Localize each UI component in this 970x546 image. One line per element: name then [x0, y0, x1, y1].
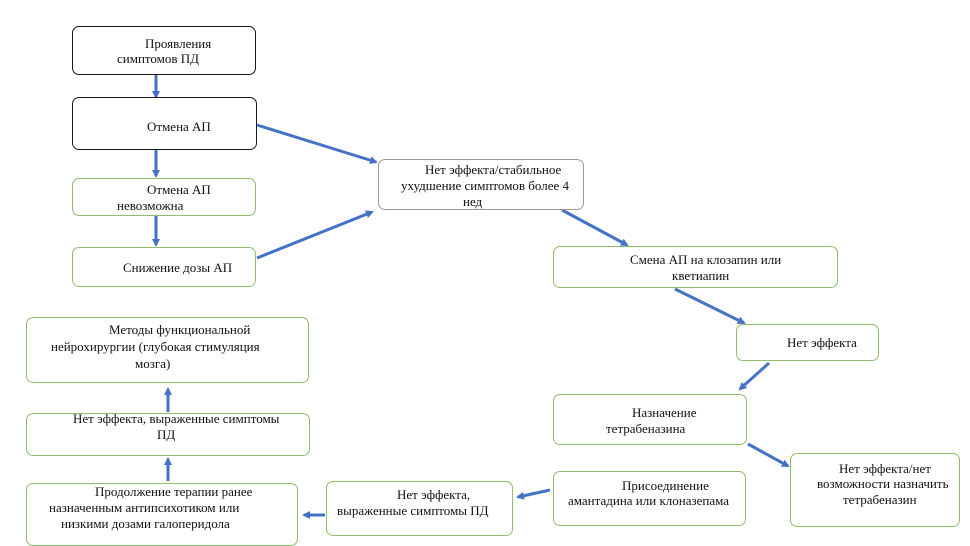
- node-no-effect-tetrabenazine-line2: возможности назначить: [817, 476, 949, 491]
- node-no-effect-worsening-line1: Нет эффекта/стабильное: [425, 162, 562, 177]
- node-symptoms-pd: Проявления симптомов ПД: [72, 26, 256, 75]
- node-no-effect-tetrabenazine-line1: Нет эффекта/нет: [839, 461, 931, 476]
- node-ap-withdrawal-impossible-line1: Отмена АП: [147, 182, 211, 197]
- arrow-amantadine-to-noeffect-right: [516, 488, 551, 500]
- node-neurosurgery-line1: Методы функциональной: [109, 322, 251, 337]
- node-no-effect-symptoms-right-line2: выраженные симптомы ПД: [337, 503, 489, 518]
- node-add-amantadine: Присоединение амантадина или клоназепама: [553, 471, 746, 526]
- node-continue-therapy-line3: низкими дозами галоперидола: [61, 516, 230, 531]
- node-continue-therapy-line2: назначенным антипсихотиком или: [49, 500, 240, 515]
- node-neurosurgery-line3: мозга): [135, 356, 171, 371]
- node-tetrabenazine-line2: тетрабеназина: [606, 421, 686, 436]
- node-switch-clozapine-line1: Смена АП на клозапин или: [630, 252, 782, 267]
- node-no-effect-symptoms-right: Нет эффекта, выраженные симптомы ПД: [326, 481, 513, 536]
- node-no-effect-worsening-line2: ухудшение симптомов более 4: [401, 178, 570, 193]
- node-no-effect-symptoms-right-line1: Нет эффекта,: [397, 487, 471, 502]
- node-neurosurgery: Методы функциональной нейрохирургии (глу…: [26, 317, 309, 383]
- node-neurosurgery-line2: нейрохирургии (глубокая стимуляция: [51, 339, 260, 354]
- arrow-clozapine-to-noeffect1: [674, 287, 746, 325]
- node-no-effect-worsening-line3: нед: [463, 194, 483, 209]
- node-ap-dose-reduction-line1: Снижение дозы АП: [123, 260, 233, 275]
- node-switch-clozapine-line2: кветиапин: [672, 268, 730, 283]
- node-add-amantadine-line2: амантадина или клоназепама: [568, 493, 730, 508]
- node-tetrabenazine-line1: Назначение: [632, 405, 697, 420]
- arrow-noeffect1-to-tetrabenazine: [738, 361, 771, 391]
- arrow-withdrawal-to-noeffect: [256, 123, 378, 165]
- node-tetrabenazine: Назначение тетрабеназина: [553, 394, 747, 445]
- arrow-tetrabenazine-to-noeffect-tetrab: [747, 442, 790, 468]
- arrow-reduction-to-noeffect: [256, 210, 374, 260]
- node-continue-therapy-line1: Продолжение терапии ранее: [95, 484, 253, 499]
- node-symptoms-pd-line2: симптомов ПД: [117, 51, 200, 66]
- node-ap-withdrawal-impossible: Отмена АП невозможна: [72, 178, 256, 216]
- node-ap-dose-reduction: Снижение дозы АП: [72, 247, 256, 287]
- node-ap-withdrawal-impossible-line2: невозможна: [117, 198, 184, 213]
- node-ap-withdrawal-line1: Отмена АП: [147, 119, 211, 134]
- node-no-effect-symptoms-left-line2: ПД: [157, 427, 176, 442]
- node-no-effect-tetrabenazine-line3: тетрабеназин: [843, 492, 917, 507]
- node-no-effect-worsening: Нет эффекта/стабильное ухудшение симптом…: [378, 159, 584, 210]
- node-no-effect-symptoms-left-line1: Нет эффекта, выраженные симптомы: [73, 411, 280, 426]
- node-symptoms-pd-line1: Проявления: [145, 36, 212, 51]
- node-add-amantadine-line1: Присоединение: [622, 478, 709, 493]
- node-no-effect-tetrabenazine: Нет эффекта/нет возможности назначить те…: [790, 453, 960, 527]
- arrow-noeffect-to-clozapine: [561, 208, 629, 247]
- node-no-effect-1: Нет эффекта: [736, 324, 879, 361]
- node-ap-withdrawal: Отмена АП: [72, 97, 257, 150]
- node-no-effect-1-line1: Нет эффекта: [787, 335, 857, 350]
- node-continue-therapy: Продолжение терапии ранее назначенным ан…: [26, 483, 298, 546]
- node-switch-clozapine: Смена АП на клозапин или кветиапин: [553, 246, 838, 288]
- node-no-effect-symptoms-left: Нет эффекта, выраженные симптомы ПД: [26, 411, 310, 456]
